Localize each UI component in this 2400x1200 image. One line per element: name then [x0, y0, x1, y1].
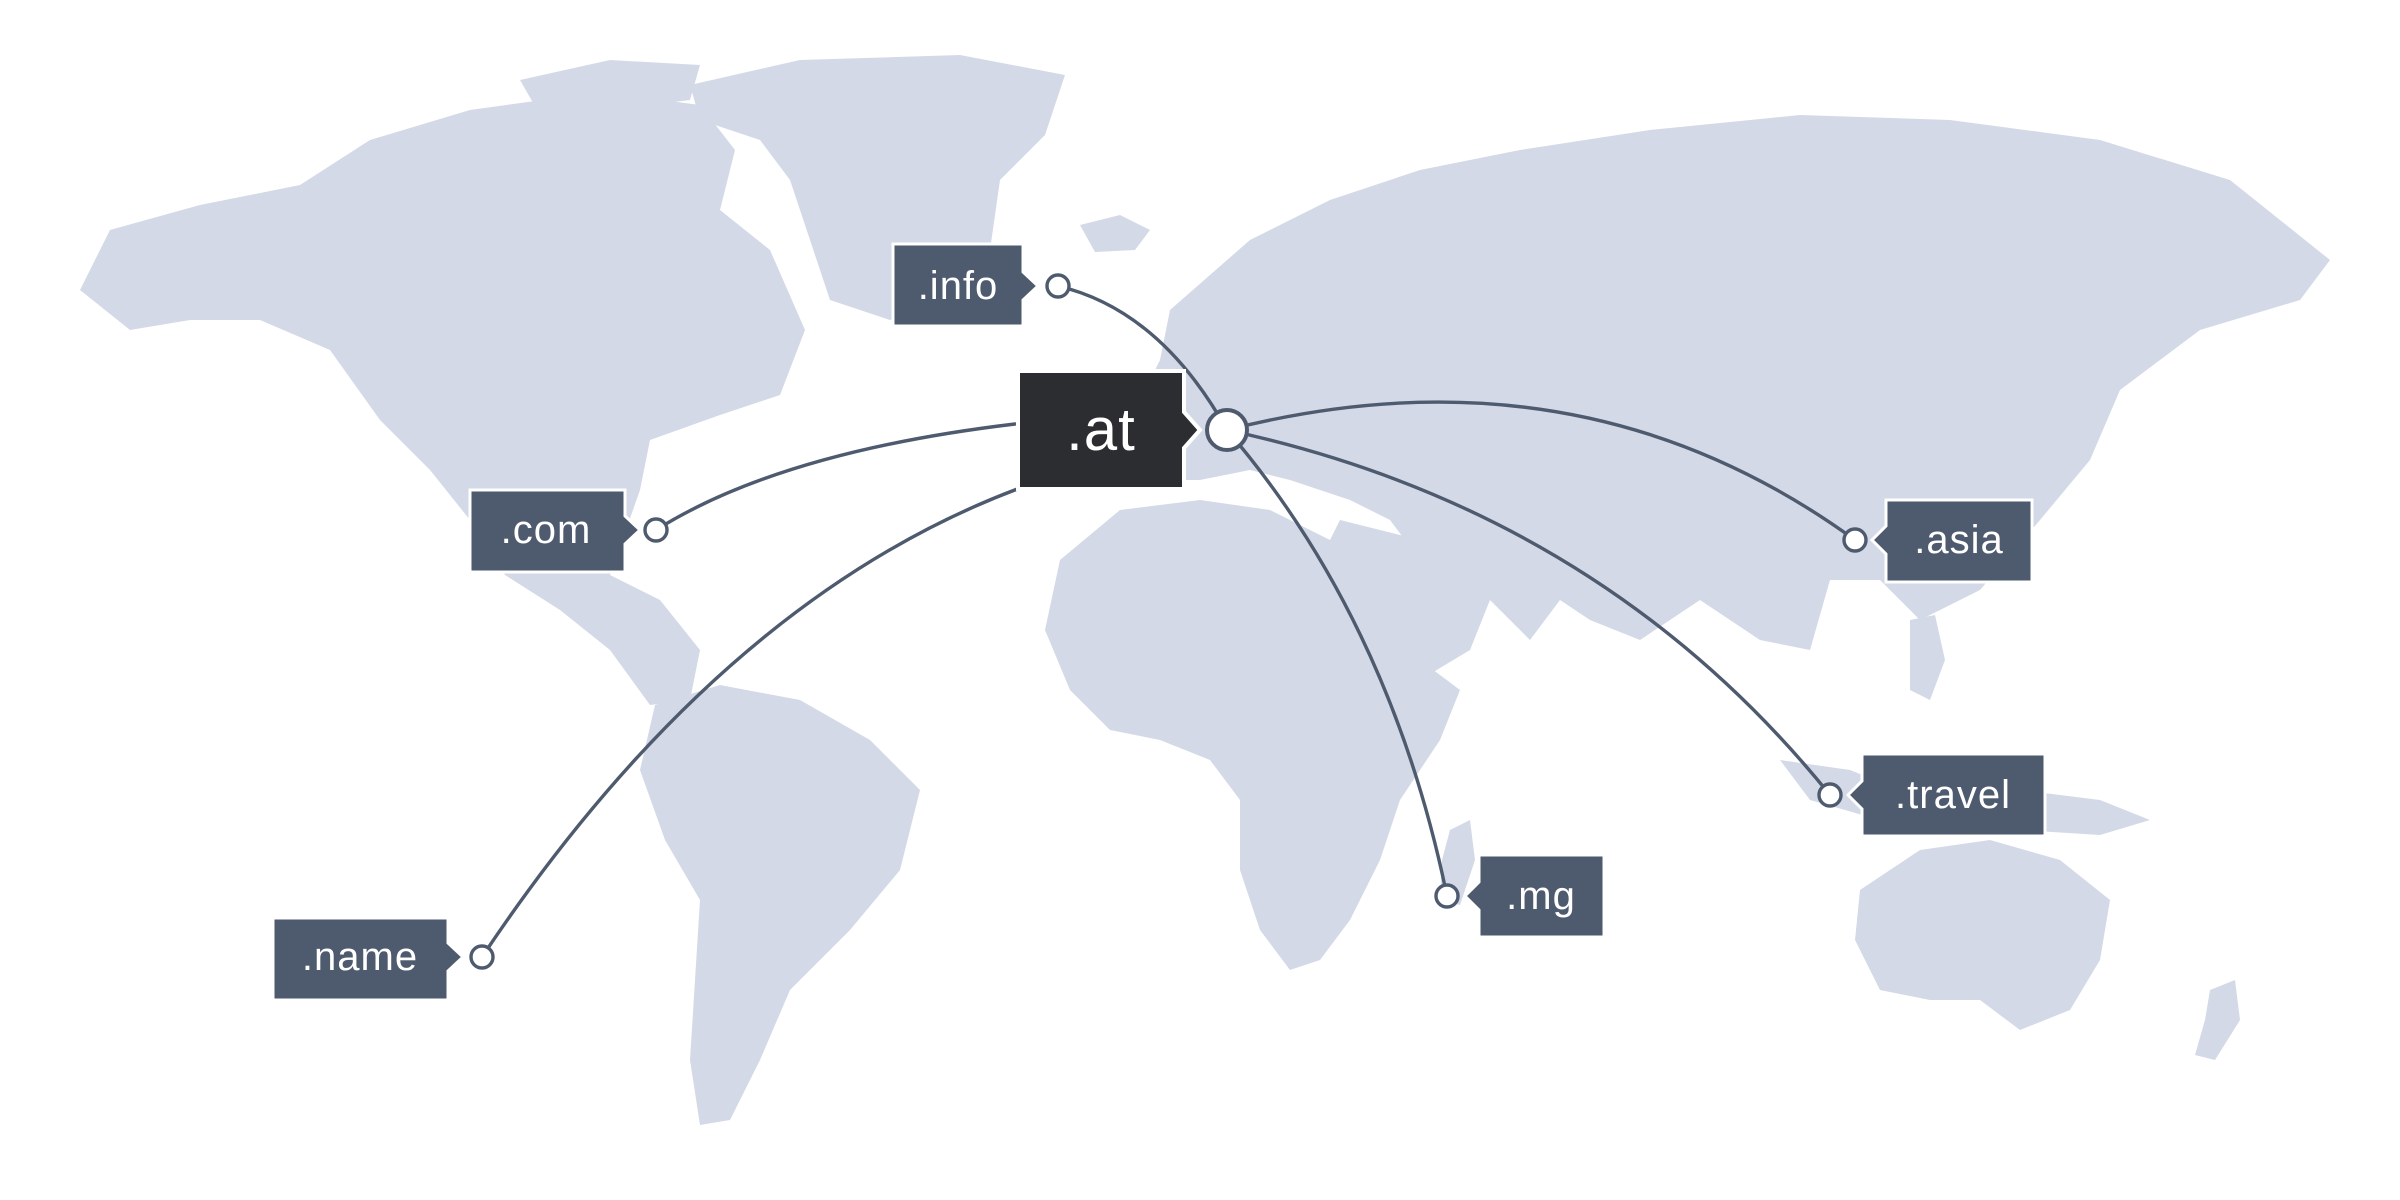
label-com[interactable]: .com	[468, 488, 643, 574]
landmass-australia	[1855, 840, 2110, 1030]
label-com-text: .com	[501, 508, 592, 552]
endpoint-pins	[469, 273, 1868, 970]
pin-asia	[1842, 527, 1868, 553]
landmass-philippines	[1910, 615, 1945, 700]
pin-name	[469, 944, 495, 970]
label-travel-text: .travel	[1895, 773, 2011, 817]
pin-travel	[1817, 782, 1843, 808]
label-info[interactable]: .info	[891, 242, 1041, 328]
label-name[interactable]: .name	[271, 916, 466, 1002]
label-asia-text: .asia	[1914, 518, 2004, 562]
landmass-iceland	[1080, 215, 1150, 252]
hub-pin	[1205, 408, 1249, 452]
label-com-box	[468, 488, 643, 574]
hub-label-box	[1016, 369, 1203, 491]
label-travel-box	[1845, 752, 2047, 838]
pin-mg	[1434, 883, 1460, 909]
route-travel	[1225, 428, 1832, 797]
landmass-new-zealand	[2195, 980, 2240, 1060]
label-name-text: .name	[302, 935, 418, 979]
routes	[480, 284, 1857, 959]
label-travel[interactable]: .travel	[1845, 752, 2047, 838]
landmass-africa	[1045, 500, 1460, 970]
label-mg[interactable]: .mg	[1462, 853, 1606, 939]
hub-label[interactable]: .at	[1016, 369, 1203, 491]
label-mg-text: .mg	[1506, 874, 1576, 918]
route-com	[654, 422, 1017, 532]
landmass-japan	[2020, 390, 2075, 500]
label-name-box	[271, 916, 466, 1002]
label-info-box	[891, 242, 1041, 328]
label-asia[interactable]: .asia	[1869, 498, 2034, 584]
hub-label-text: .at	[1066, 396, 1136, 463]
landmass-arctic-islands	[520, 60, 700, 115]
route-info	[1056, 284, 1229, 432]
landmass-arabia	[1320, 520, 1490, 680]
route-mg	[1225, 428, 1449, 898]
landmass-south-america	[640, 685, 920, 1125]
landmass-north-america	[80, 92, 805, 705]
pin-info	[1045, 273, 1071, 299]
pin-com	[643, 517, 669, 543]
route-name	[480, 486, 1022, 959]
route-asia	[1225, 400, 1857, 542]
label-asia-box	[1869, 498, 2034, 584]
label-info-text: .info	[918, 264, 999, 308]
label-mg-box	[1462, 853, 1606, 939]
